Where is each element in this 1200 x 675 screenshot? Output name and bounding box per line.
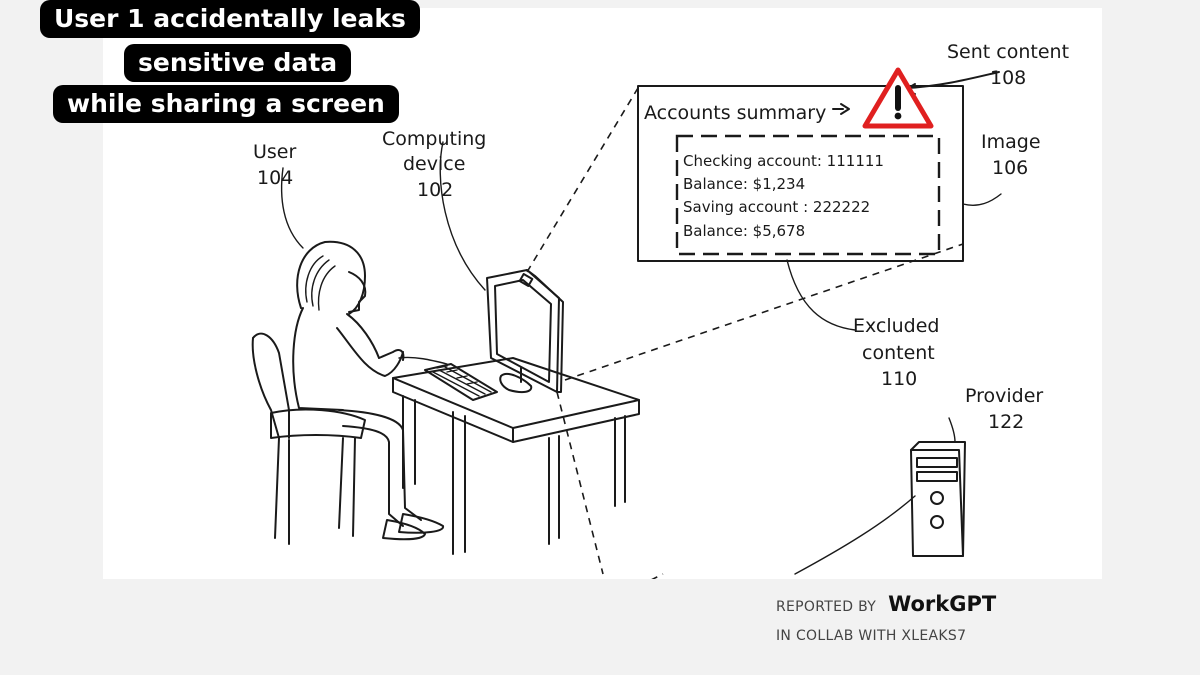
reported-by-label: REPORTED BY — [776, 599, 877, 615]
user-number: 104 — [257, 167, 293, 189]
credit-reported-by: REPORTED BY WorkGPT — [776, 592, 996, 616]
user-label: User — [253, 141, 296, 163]
computing-device-label-2: device — [403, 153, 465, 175]
excluded-content-label-2: content — [862, 342, 935, 364]
warning-triangle-icon — [862, 67, 934, 129]
transmit-line-left — [556, 391, 604, 575]
projection-line-bottom — [564, 243, 964, 381]
image-label: Image — [981, 131, 1041, 153]
projection-line-top — [526, 87, 639, 273]
provider-number: 122 — [988, 411, 1024, 433]
screen-line-3: Saving account : 222222 — [683, 198, 870, 216]
sent-content-number: 108 — [990, 67, 1026, 89]
computing-device-number: 102 — [417, 179, 453, 201]
transmit-line-mid — [651, 573, 664, 579]
desk — [392, 357, 640, 555]
excluded-content-number: 110 — [881, 368, 917, 390]
screen-line-4: Balance: $5,678 — [683, 222, 805, 240]
screen-title: Accounts summary — [644, 102, 826, 124]
brand-name: WorkGPT — [888, 592, 997, 616]
computer-monitor — [439, 141, 564, 394]
headline-line-2: sensitive data — [124, 44, 352, 82]
patent-diagram: Accounts summary Checking account: 11111… — [251, 41, 1069, 579]
sent-content-label: Sent content — [947, 41, 1069, 63]
user-figure — [251, 167, 444, 545]
image-number: 106 — [992, 157, 1028, 179]
provider-link-line — [794, 495, 916, 575]
headline-line-1: User 1 accidentally leaks — [40, 0, 420, 38]
headline-line-3: while sharing a screen — [53, 85, 399, 123]
collab-credit: IN COLLAB WITH XLEAKS7 — [776, 628, 967, 644]
screen-line-2: Balance: $1,234 — [683, 175, 805, 193]
provider-server — [910, 417, 966, 557]
screen-line-1: Checking account: 111111 — [683, 152, 884, 170]
keyboard — [398, 356, 498, 401]
excluded-content-label: Excluded — [853, 315, 940, 337]
computing-device-label: Computing — [382, 128, 486, 150]
provider-label: Provider — [965, 385, 1043, 407]
